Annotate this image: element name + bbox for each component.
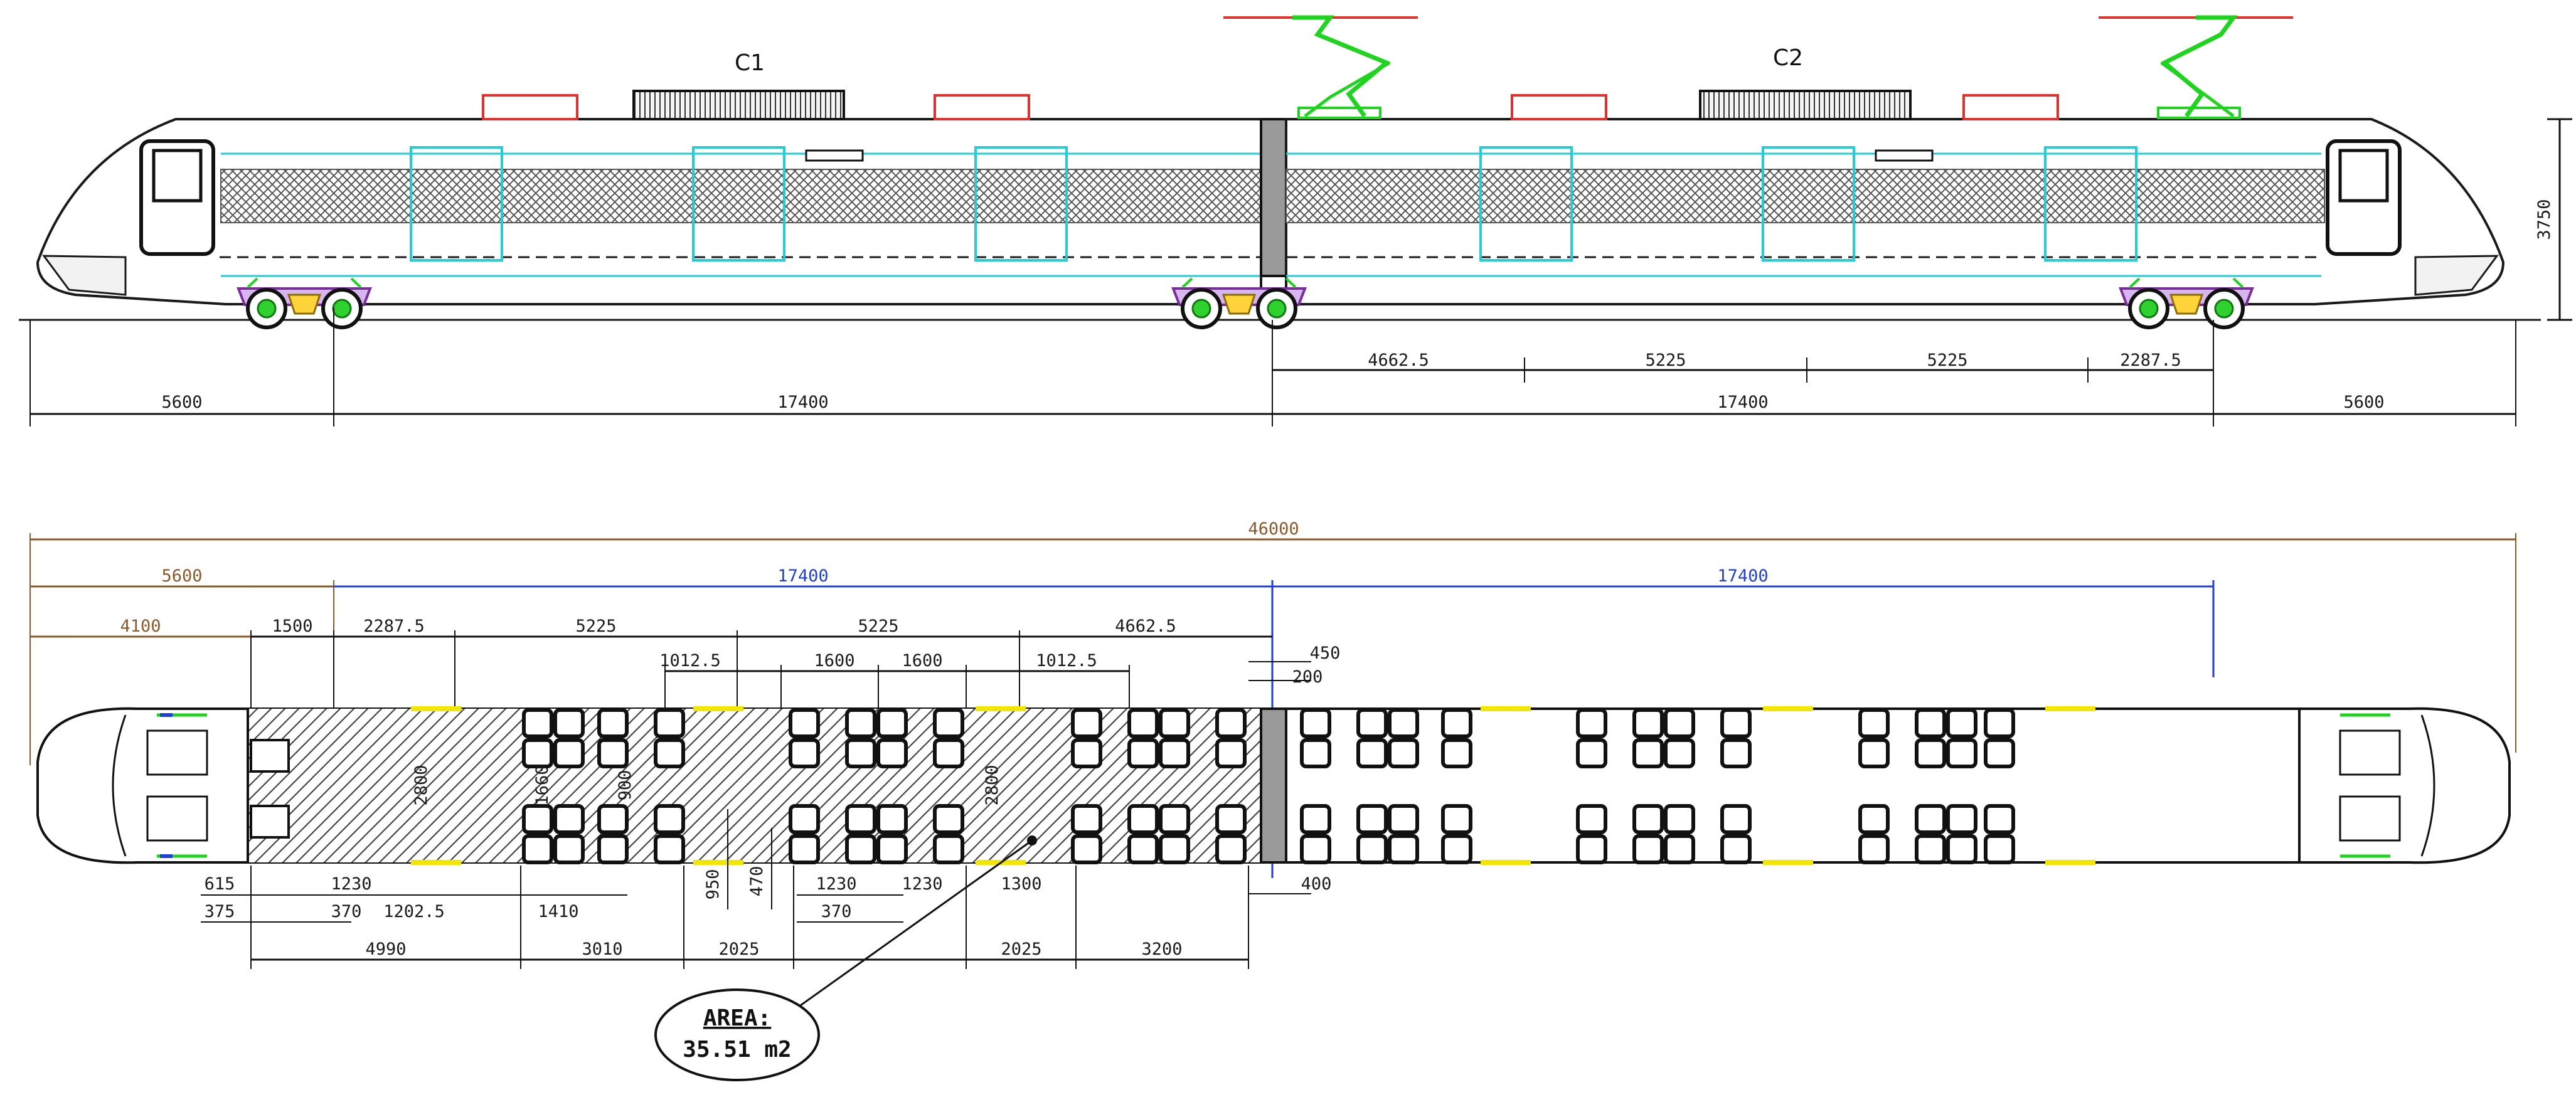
side-dim-5225-a: 5225	[1645, 351, 1686, 370]
roof-hvac-c2	[1699, 90, 1912, 120]
vdim-950: 950	[703, 869, 723, 900]
window-band-c2	[1285, 169, 2325, 223]
vdim-470: 470	[747, 866, 767, 897]
dim-370-a: 370	[331, 902, 362, 921]
side-upper-dims: 4662.5 5225 5225 2287.5	[1272, 320, 2214, 426]
dim-1300: 1300	[1001, 874, 1041, 894]
dim-5225-a: 5225	[575, 617, 616, 636]
gangway-plan	[1260, 707, 1287, 864]
cab-seat-2	[146, 795, 208, 842]
roof-box-c1-1	[482, 94, 578, 120]
plan-gangway-dims: 450 200 400	[1248, 644, 1340, 894]
dim-1202-5: 1202.5	[383, 902, 445, 921]
car-label-c2: C2	[1773, 45, 1803, 71]
dim-plan-17400-b: 17400	[1717, 566, 1768, 586]
side-dim-4662-5: 4662.5	[1368, 351, 1429, 370]
side-dim-17400-a: 17400	[777, 393, 828, 412]
dim-1230-b: 1230	[816, 874, 856, 894]
dim-2025-b: 2025	[1001, 940, 1041, 959]
dim-1410: 1410	[538, 902, 578, 921]
dim-1600-a: 1600	[814, 651, 854, 670]
pantograph-1	[1223, 15, 1418, 119]
area-callout: AREA: 35.51 m2	[654, 835, 1037, 1081]
dim-3010: 3010	[582, 940, 622, 959]
height-dimension: 3750	[2535, 118, 2572, 321]
plan-bottom-dims: 4990 3010 2025 2025 3200	[250, 866, 1249, 969]
dim-total-length: 46000	[1248, 519, 1299, 539]
dim-450: 450	[1310, 644, 1341, 663]
door-c2-1	[1479, 146, 1573, 262]
side-dim-5600-b: 5600	[2343, 393, 2384, 412]
vdim-2800-a: 2800	[412, 765, 431, 805]
area-value: 35.51 m2	[683, 1037, 791, 1062]
side-dim-5225-b: 5225	[1927, 351, 1967, 370]
roof-box-c2-1	[1511, 94, 1607, 120]
dim-370-b: 370	[821, 902, 852, 921]
dim-5225-b: 5225	[858, 617, 898, 636]
vdim-2800-b: 2800	[982, 765, 1002, 805]
roof-box-c2-2	[1962, 94, 2059, 120]
side-dim-5600-a: 5600	[161, 393, 202, 412]
plan-overall-dims: 46000 5600 17400 17400	[29, 519, 2516, 878]
side-view: C1 C2 3750 4662.5 5225 5225 2287.5	[19, 15, 2572, 426]
side-lower-dims: 5600 17400 17400 5600	[29, 307, 2516, 426]
height-dim-label: 3750	[2535, 199, 2554, 240]
dim-1500: 1500	[272, 617, 312, 636]
plan-below-small-dims: 615 375 1230 370 1202.5 1410 1230 370 12…	[201, 874, 1042, 923]
door-c1-1	[410, 146, 503, 262]
dim-1012-5-a: 1012.5	[659, 651, 721, 670]
plan-row2-dims: 4100 1500 2287.5 5225 5225 4662.5	[30, 617, 1272, 709]
area-label: AREA:	[703, 1005, 771, 1031]
roof-hvac-c1	[632, 90, 845, 120]
dim-615: 615	[205, 874, 235, 894]
door-c2-2	[1762, 146, 1855, 262]
dim-3200: 3200	[1141, 940, 1182, 959]
side-dim-17400-b: 17400	[1717, 393, 1768, 412]
roof-box-c1-2	[934, 94, 1030, 120]
side-dim-2287-5: 2287.5	[2120, 351, 2181, 370]
car-c2-side	[1285, 90, 2505, 305]
door-c1-3	[974, 146, 1068, 262]
dim-1600-b: 1600	[902, 651, 942, 670]
dim-375: 375	[205, 902, 235, 921]
dim-4100: 4100	[120, 617, 161, 636]
standing-area	[248, 709, 1261, 862]
vdim-1660: 1660	[533, 765, 552, 805]
cab-seat-1	[146, 729, 208, 776]
dim-4990: 4990	[365, 940, 406, 959]
dim-2025-a: 2025	[718, 940, 759, 959]
car-c1-side	[36, 90, 1262, 305]
car-label-c1: C1	[735, 50, 765, 76]
dim-plan-5600: 5600	[161, 566, 202, 586]
door-c1-2	[692, 146, 785, 262]
dim-1230-a: 1230	[331, 874, 371, 894]
plan-car-c1	[36, 706, 1262, 865]
pantograph-2	[2099, 15, 2293, 119]
window-band	[220, 169, 1262, 223]
dim-2287-5: 2287.5	[363, 617, 425, 636]
dim-1012-5-b: 1012.5	[1036, 651, 1097, 670]
plan-car-c2	[1285, 706, 2511, 865]
vdim-900: 900	[615, 770, 635, 801]
plan-row3-dims: 1012.5 1600 1600 1012.5	[659, 651, 1130, 709]
dim-400: 400	[1301, 874, 1332, 894]
gangway	[1260, 118, 1287, 277]
door-c2-3	[2044, 146, 2137, 262]
plan-vertical-dims: 2800 1660 900 2800 950 470	[412, 765, 1002, 909]
dim-200: 200	[1292, 667, 1323, 687]
plan-view: 46000 5600 17400 17400 4100 1500 2287.5 …	[29, 519, 2516, 1081]
dim-1230-c: 1230	[902, 874, 942, 894]
dim-4662-5: 4662.5	[1115, 617, 1176, 636]
dim-plan-17400-a: 17400	[777, 566, 828, 586]
